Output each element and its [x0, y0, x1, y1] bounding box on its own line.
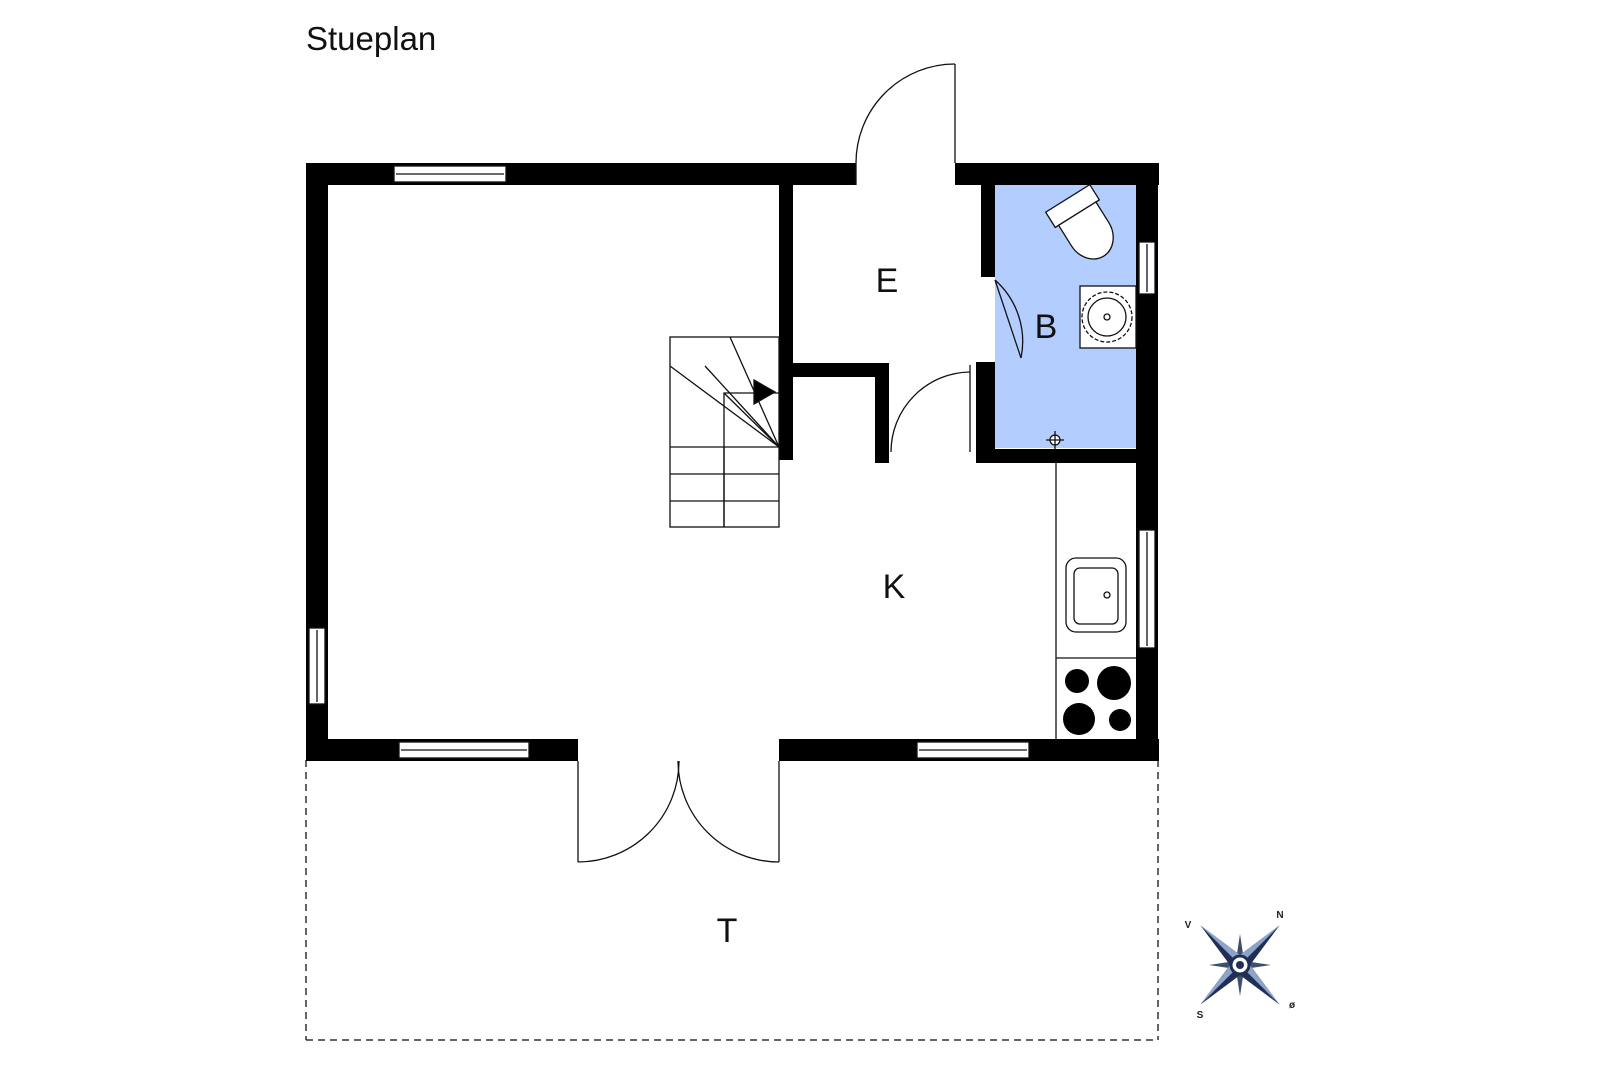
toilet-icon — [1044, 183, 1114, 260]
page-title: Stueplan — [306, 20, 437, 57]
bathroom-sink-icon — [1079, 285, 1137, 349]
room-label-entrance: E — [876, 262, 899, 300]
windows — [308, 165, 1156, 759]
window-right-bathroom — [1138, 241, 1156, 295]
floor-drain-icon — [1046, 431, 1064, 449]
compass-rose-icon — [1200, 925, 1280, 1005]
compass-label-south: S — [1197, 1010, 1204, 1021]
window-top — [393, 165, 507, 183]
doors — [577, 63, 1024, 863]
entrance-kitchen-door — [890, 365, 971, 453]
stove-icon — [1063, 666, 1131, 735]
room-label-bathroom: B — [1035, 308, 1058, 346]
kitchen-sink-icon — [1065, 557, 1127, 633]
window-bottom-right — [916, 741, 1030, 759]
compass-label-west: V — [1185, 920, 1192, 931]
stair-arrow-icon — [753, 378, 777, 406]
compass-label-north: N — [1276, 910, 1283, 921]
window-bottom-left — [398, 741, 530, 759]
terrace-outline — [305, 760, 1159, 1041]
bathroom-door — [994, 279, 1024, 359]
terrace-double-door — [577, 760, 780, 863]
room-label-terrace: T — [717, 912, 738, 950]
room-label-kitchen: K — [883, 568, 906, 606]
staircase — [669, 336, 780, 528]
window-right-kitchen — [1138, 529, 1156, 649]
compass-label-east: ø — [1289, 1000, 1296, 1011]
entrance-door — [855, 63, 956, 185]
window-left — [308, 627, 326, 705]
kitchen-counter — [1055, 463, 1136, 739]
